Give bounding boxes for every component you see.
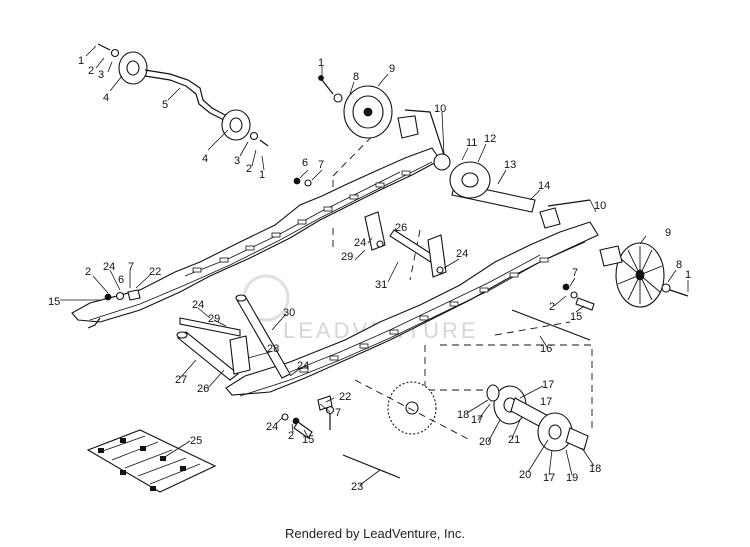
callout: 24	[354, 237, 366, 249]
callout: 17	[543, 472, 555, 484]
footer-credit: Rendered by LeadVenture, Inc.	[285, 526, 465, 541]
callout: 15	[302, 434, 314, 446]
callout: 21	[508, 434, 520, 446]
bogie-wheel-assembly	[97, 43, 269, 147]
callout: 15	[48, 296, 60, 308]
callout: 4	[202, 153, 208, 165]
callout: 13	[504, 159, 516, 171]
callout: 6	[302, 157, 308, 169]
long-bolts	[325, 309, 591, 479]
front-axle	[397, 109, 591, 229]
callout: 4	[103, 92, 109, 104]
callout: 12	[484, 133, 496, 145]
callout: 14	[538, 180, 550, 192]
callout: 20	[479, 436, 491, 448]
rear-wheel-assembly	[354, 379, 589, 452]
callout: 3	[234, 155, 240, 167]
callout: 24	[266, 421, 278, 433]
leader-lines	[60, 45, 689, 486]
callout: 5	[162, 99, 168, 111]
callout: 9	[389, 63, 395, 75]
callout: 2	[85, 266, 91, 278]
callout: 16	[540, 343, 552, 355]
callout: 10	[594, 200, 606, 212]
callout: 29	[208, 313, 220, 325]
callout: 26	[395, 222, 407, 234]
callout: 24	[297, 360, 309, 372]
callout: 17	[471, 414, 483, 426]
callout: 24	[456, 248, 468, 260]
callout: 8	[676, 259, 682, 271]
callout: 6	[118, 274, 124, 286]
callout: 24	[192, 299, 204, 311]
callout: 23	[351, 481, 363, 493]
hardware	[104, 177, 595, 439]
callout: 7	[318, 159, 324, 171]
callout: 11	[466, 137, 477, 149]
callout: 1	[318, 57, 324, 69]
callout: 27	[175, 374, 187, 386]
callout: 8	[353, 71, 359, 83]
callout: 29	[341, 251, 353, 263]
callout: 22	[149, 266, 161, 278]
callout: 15	[570, 311, 582, 323]
callout: 17	[542, 379, 554, 391]
callout: 28	[267, 343, 279, 355]
callout: 2	[288, 430, 294, 442]
callout: 17	[540, 396, 552, 408]
right-slide-rail	[225, 221, 599, 397]
idler-wheels	[318, 75, 689, 308]
callout: 30	[283, 307, 295, 319]
callout: 26	[197, 383, 209, 395]
callout: 22	[339, 391, 351, 403]
callout: 2	[88, 65, 94, 77]
callout: 7	[572, 267, 578, 279]
callout: 18	[457, 409, 469, 421]
callout: 1	[259, 169, 265, 181]
callout: 10	[434, 103, 446, 115]
callout: 20	[519, 469, 531, 481]
callout-labels: 1 2 3 4 5 4 3 2 1 1 8 9 10 11 12 13 14 1…	[48, 55, 691, 493]
callout: 2	[549, 301, 555, 313]
callout: 24	[103, 261, 115, 273]
cross-shafts	[176, 211, 447, 381]
callout: 1	[78, 55, 84, 67]
callout: 25	[190, 435, 202, 447]
callout: 2	[246, 163, 252, 175]
callout: 7	[335, 407, 341, 419]
callout: 7	[128, 261, 134, 273]
callout: 19	[566, 472, 578, 484]
callout: 9	[665, 227, 671, 239]
callout: 31	[375, 279, 387, 291]
callout: 1	[685, 269, 691, 281]
left-slide-rail	[71, 147, 441, 329]
callout: 18	[589, 463, 601, 475]
callout: 3	[98, 69, 104, 81]
